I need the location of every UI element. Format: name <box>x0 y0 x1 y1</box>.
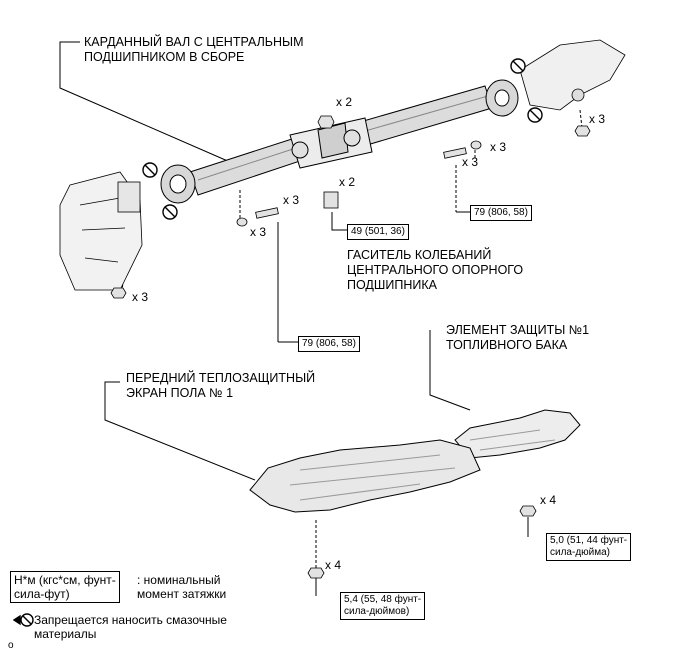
legend-desc-line: : номинальный <box>137 573 221 587</box>
label-line: КАРДАННЫЙ ВАЛ С ЦЕНТРАЛЬНЫМ <box>84 35 304 49</box>
washer-front <box>236 217 248 227</box>
label-heat-insulator: ПЕРЕДНИЙ ТЕПЛОЗАЩИТНЫЙ ЭКРАН ПОЛА № 1 <box>126 371 315 401</box>
qty-nut-top: x 2 <box>336 95 353 109</box>
leader-nut-right <box>579 109 583 129</box>
bolt-front <box>255 207 279 219</box>
heat-insulator <box>249 439 481 513</box>
qty-washer-rear: x 3 <box>490 140 507 154</box>
nut-right <box>574 125 591 137</box>
qty-nut-insulator: x 4 <box>325 558 342 572</box>
label-damper: ГАСИТЕЛЬ КОЛЕБАНИЙ ЦЕНТРАЛЬНОГО ОПОРНОГО… <box>347 248 523 293</box>
leader-heat-insulator <box>104 381 256 481</box>
legend-desc-line: момент затяжки <box>137 587 227 601</box>
qty-nut-left: x 3 <box>132 290 149 304</box>
no-grease-symbols <box>142 58 543 220</box>
label-fuel-tank-protector: ЭЛЕМЕНТ ЗАЩИТЫ №1 ТОПЛИВНОГО БАКА <box>446 323 589 353</box>
nut-left <box>110 287 127 299</box>
legend-unit-line: Н*м (кгс*см, фунт- <box>14 573 116 587</box>
qty-nut-tank: x 4 <box>540 493 557 507</box>
label-line: ЭКРАН ПОЛА № 1 <box>126 386 234 400</box>
label-line: ГАСИТЕЛЬ КОЛЕБАНИЙ <box>347 248 492 262</box>
qty-washer-front: x 3 <box>250 225 267 239</box>
rear-flex-coupling <box>485 79 519 117</box>
legend-no-grease-text: Запрещается наносить смазочные материалы <box>34 613 227 641</box>
damper <box>323 191 339 209</box>
legend-no-grease-icon <box>12 613 34 627</box>
torque-line: сила-дюйма) <box>550 547 610 558</box>
legend-unit-box: Н*м (кгс*см, фунт- сила-фут) <box>10 571 120 603</box>
label-line: ПОДШИПНИКОМ В СБОРЕ <box>84 50 245 64</box>
qty-bolt-rear: x 3 <box>462 155 479 169</box>
legend-no-grease-line: материалы <box>34 627 97 641</box>
label-line: ТОПЛИВНОГО БАКА <box>446 338 568 352</box>
torque-line: 5,0 (51, 44 фунт- <box>550 535 628 546</box>
bolt-rear <box>443 147 467 159</box>
nut-tank <box>519 505 537 517</box>
label-line: ЭЛЕМЕНТ ЗАЩИТЫ №1 <box>446 323 590 337</box>
torque-heat-insulator: 5,4 (55, 48 фунт- сила-дюймов) <box>340 592 426 620</box>
fuel-tank-protector <box>454 409 581 459</box>
washer-rear <box>470 140 482 150</box>
torque-line: сила-дюймов) <box>344 606 410 617</box>
rear-differential <box>519 39 626 111</box>
legend-unit-line: сила-фут) <box>14 587 70 601</box>
nut-top <box>317 115 335 129</box>
leader-damper <box>331 212 347 231</box>
figure-code: o <box>8 640 14 651</box>
legend-no-grease-line: Запрещается наносить смазочные <box>34 613 227 627</box>
front-flex-coupling <box>160 164 196 204</box>
legend-unit-description: : номинальный момент затяжки <box>137 573 226 601</box>
leader-fuel-tank <box>429 330 471 411</box>
transmission-housing <box>59 171 143 291</box>
torque-fuel-tank: 5,0 (51, 44 фунт- сила-дюйма) <box>546 533 632 561</box>
leader-propeller-shaft <box>59 41 231 163</box>
torque-rear-bolt: 79 (806, 58) <box>470 205 532 221</box>
torque-front-bolt: 79 (806, 58) <box>298 336 360 352</box>
label-propeller-shaft: КАРДАННЫЙ ВАЛ С ЦЕНТРАЛЬНЫМ ПОДШИПНИКОМ … <box>84 35 303 65</box>
label-line: ЦЕНТРАЛЬНОГО ОПОРНОГО <box>347 263 524 277</box>
label-line: ПОДШИПНИКА <box>347 278 437 292</box>
qty-damper: x 2 <box>339 175 356 189</box>
qty-bolt-front: x 3 <box>283 193 300 207</box>
torque-line: 5,4 (55, 48 фунт- <box>344 594 422 605</box>
nut-insulator <box>307 567 325 579</box>
qty-nut-right: x 3 <box>589 112 606 126</box>
label-line: ПЕРЕДНИЙ ТЕПЛОЗАЩИТНЫЙ <box>126 371 316 385</box>
torque-damper: 49 (501, 36) <box>347 224 409 240</box>
